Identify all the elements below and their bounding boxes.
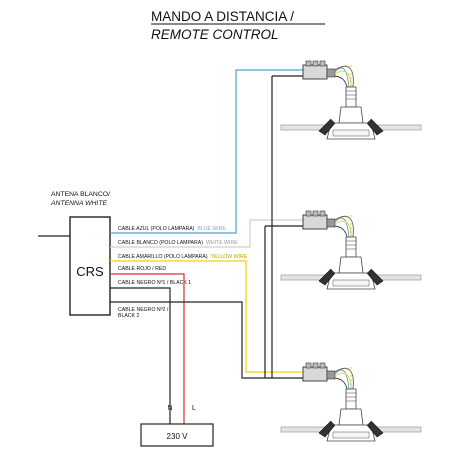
cable-label-white: CABLE BLANCO (POLO LAMPARA)WHITE WIRE bbox=[118, 240, 238, 246]
wire-white bbox=[110, 219, 305, 248]
crs-label: CRS bbox=[76, 264, 104, 279]
lamp-fixture-2 bbox=[280, 210, 422, 290]
antenna-label-en: ANTENNA WHITE bbox=[50, 200, 107, 207]
wire-blue bbox=[110, 69, 305, 234]
antenna-label-es: ANTENA BLANCO/ bbox=[51, 191, 110, 198]
supply-label: 230 V bbox=[167, 432, 189, 441]
supply-live-label: L bbox=[192, 405, 196, 412]
supply-box bbox=[140, 423, 214, 447]
wire-black-1 bbox=[110, 287, 171, 412]
supply-neutral-label: N bbox=[167, 405, 172, 412]
wire-yellow bbox=[110, 260, 305, 373]
title-line-1: MANDO A DISTANCIA / bbox=[151, 9, 294, 24]
wire-black-2 bbox=[110, 301, 305, 379]
cable-label-black-1: CABLE NEGRO Nº1 / BLACK 1 bbox=[118, 280, 191, 286]
cable-label-red: CABLE ROJO / RED bbox=[118, 266, 166, 272]
crs-controller-box bbox=[69, 216, 111, 316]
cable-label-yellow: CABLE AMARILLO (POLO LAMPARA)YELLOW WIRE bbox=[118, 254, 248, 260]
wire-red bbox=[110, 273, 185, 412]
lamp-fixture-3 bbox=[280, 362, 422, 442]
lamp-fixture-1 bbox=[280, 60, 422, 140]
title-line-2: REMOTE CONTROL bbox=[151, 27, 279, 42]
cable-label-black-2: CABLE NEGRO Nº2 /BLACK 2 bbox=[118, 307, 169, 319]
cable-label-blue: CABLE AZUL (POLO LAMPARA)BLUE WIRE bbox=[118, 226, 226, 232]
